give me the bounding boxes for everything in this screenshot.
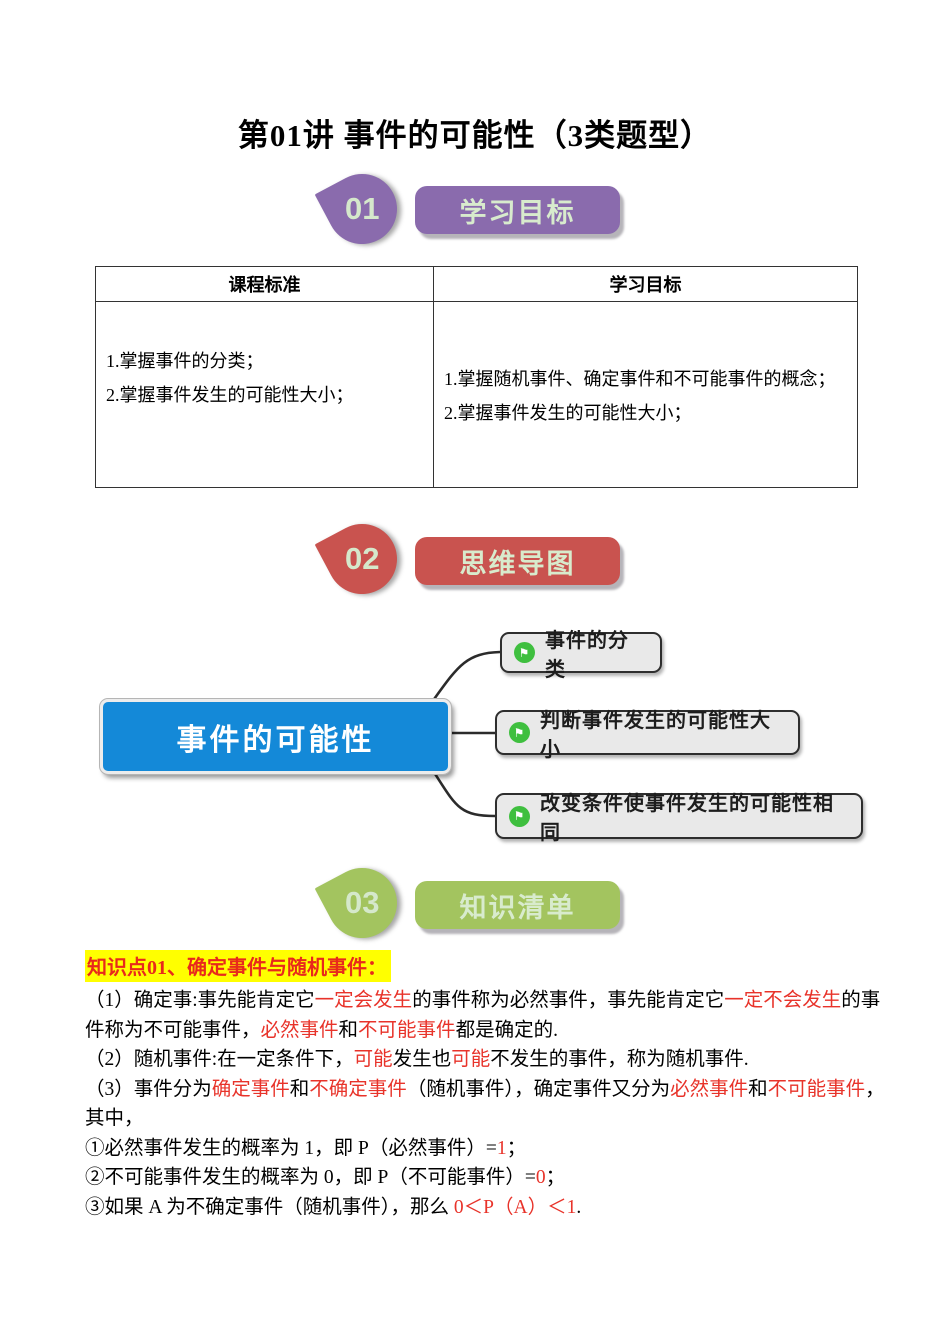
highlighted-text-run: 不确定事件 xyxy=(309,1078,407,1100)
standard-item: 1.掌握事件的分类； xyxy=(106,351,264,371)
highlighted-text-run: 必然事件 xyxy=(670,1078,749,1100)
mindmap-branch-judge-likelihood: ⚑ 判断事件发生的可能性大小 xyxy=(495,710,800,761)
mindmap-branch-change-conditions: ⚑ 改变条件使事件发生的可能性相同 xyxy=(495,793,863,844)
section-01-number-badge: 01 xyxy=(314,161,410,257)
highlighted-text-run: 1 xyxy=(496,1137,507,1159)
goals-table-header-goal: 学习目标 xyxy=(433,266,858,302)
section-03-number: 03 xyxy=(344,885,380,921)
mindmap: 事件的可能性 ⚑ 事件的分类 ⚑ 判断事件发生的可能性大小 ⚑ 改变条件使事件发… xyxy=(0,620,950,855)
page-title: 第01讲 事件的可能性（3类题型） xyxy=(237,118,713,153)
knowledge-paragraph-2: （2）随机事件:在一定条件下，可能发生也可能不发生的事件，称为随机事件. xyxy=(85,1045,887,1075)
goal-item: 2.掌握事件发生的可能性大小； xyxy=(444,403,692,423)
text-run: （3）事件分为 xyxy=(85,1078,212,1100)
text-run: 都是确定的. xyxy=(455,1019,558,1041)
text-run: ； xyxy=(545,1167,566,1188)
text-run: ①必然事件发生的概率为 1，即 P（必然事件）= xyxy=(85,1137,497,1159)
section-02-number: 02 xyxy=(344,541,380,577)
text-run: 和 xyxy=(338,1019,359,1041)
knowledge-point-heading: 知识点01、确定事件与随机事件： xyxy=(85,950,391,982)
mindmap-branch-label: 判断事件发生的可能性大小 xyxy=(540,709,771,761)
text-run: 和 xyxy=(289,1078,310,1100)
knowledge-item-3: ③如果 A 为不确定事件（随机事件），那么 0＜P（A）＜1. xyxy=(85,1193,887,1223)
knowledge-paragraph-1: （1）确定事:事先能肯定它一定会发生的事件称为必然事件，事先能肯定它一定不会发生… xyxy=(85,986,887,1045)
section-01-label: 学习目标 xyxy=(459,197,576,228)
text-run: （随机事件），确定事件又分为 xyxy=(406,1078,671,1100)
flag-icon: ⚑ xyxy=(509,805,530,827)
goals-table-header-standard: 课程标准 xyxy=(95,266,434,302)
goals-table: 课程标准 学习目标 1.掌握事件的分类； 2.掌握事件发生的可能性大小； 1.掌… xyxy=(95,266,858,488)
text-run: （2）随机事件:在一定条件下， xyxy=(85,1049,354,1070)
highlighted-text-run: 必然事件 xyxy=(260,1019,339,1041)
flag-icon: ⚑ xyxy=(514,642,535,663)
section-01-title: 学习目标 xyxy=(415,186,620,234)
highlighted-text-run: 一定不会发生 xyxy=(724,990,842,1011)
text-run: （1）确定事:事先能肯定它 xyxy=(85,990,315,1011)
highlighted-text-run: 一定会发生 xyxy=(314,990,413,1011)
section-03-number-badge: 03 xyxy=(314,855,410,951)
section-03-label: 知识清单 xyxy=(459,892,576,923)
standard-item: 2.掌握事件发生的可能性大小； xyxy=(106,385,354,405)
mindmap-root-label: 事件的可能性 xyxy=(176,723,375,757)
text-run: ②不可能事件发生的概率为 0，即 P（不可能事件）= xyxy=(85,1167,536,1188)
highlighted-text-run: 确定事件 xyxy=(211,1078,290,1100)
section-01-number: 01 xyxy=(344,191,380,227)
highlighted-text-run: 可能 xyxy=(451,1049,491,1070)
goal-item: 1.掌握随机事件、确定事件和不可能事件的概念； xyxy=(444,369,836,389)
mindmap-branch-label: 事件的分类 xyxy=(545,629,629,681)
highlighted-text-run: 不可能事件 xyxy=(358,1019,456,1041)
text-run: ，其中， xyxy=(85,1078,885,1130)
highlighted-text-run: 0＜P（A）＜1 xyxy=(453,1196,577,1218)
highlighted-text-run: 可能 xyxy=(353,1049,393,1070)
text-run: 的事件称为不可能事件， xyxy=(85,990,881,1041)
knowledge-paragraph-3: （3）事件分为确定事件和不确定事件（随机事件），确定事件又分为必然事件和不可能事… xyxy=(85,1075,887,1134)
highlighted-text-run: 不可能事件 xyxy=(767,1078,866,1100)
text-run: 和 xyxy=(748,1078,768,1100)
flag-icon: ⚑ xyxy=(509,722,530,743)
knowledge-item-1: ①必然事件发生的概率为 1，即 P（必然事件）=1； xyxy=(85,1134,887,1164)
mindmap-connectors xyxy=(428,650,501,818)
text-run: ； xyxy=(506,1137,527,1159)
text-run: 的事件称为必然事件，事先能肯定它 xyxy=(412,990,725,1011)
text-run: 不发生的事件，称为随机事件. xyxy=(490,1049,749,1070)
knowledge-item-2: ②不可能事件发生的概率为 0，即 P（不可能事件）=0； xyxy=(85,1163,887,1193)
text-run: . xyxy=(576,1196,582,1218)
section-03-title: 知识清单 xyxy=(415,881,620,929)
mindmap-branch-classification: ⚑ 事件的分类 xyxy=(500,630,662,681)
goals-table-cell-standard: 1.掌握事件的分类； 2.掌握事件发生的可能性大小； xyxy=(95,301,434,488)
text-run: 发生也 xyxy=(392,1049,452,1070)
goals-table-cell-goal: 1.掌握随机事件、确定事件和不可能事件的概念； 2.掌握事件发生的可能性大小； xyxy=(433,301,858,488)
text-run: ③如果 A 为不确定事件（随机事件），那么 xyxy=(85,1196,454,1218)
section-02-number-badge: 02 xyxy=(314,511,410,607)
mindmap-branch-label: 改变条件使事件发生的可能性相同 xyxy=(540,793,834,844)
section-02-title: 思维导图 xyxy=(415,537,620,585)
knowledge-section: 知识点01、确定事件与随机事件： （1）确定事:事先能肯定它一定会发生的事件称为… xyxy=(85,950,887,1222)
section-02-label: 思维导图 xyxy=(459,548,576,579)
mindmap-root-node: 事件的可能性 xyxy=(99,698,452,775)
highlighted-text-run: 0 xyxy=(535,1167,546,1188)
